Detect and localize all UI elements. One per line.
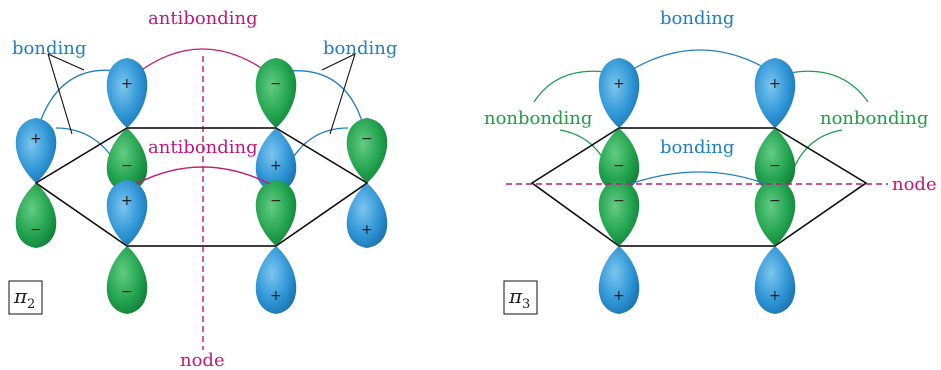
minus-sign: − [769, 193, 781, 209]
pi3-lobe [754, 128, 796, 192]
pi2-lobe [106, 128, 148, 192]
pi2-bonding-left-pointer-a [47, 53, 85, 71]
pi3-lobe [598, 128, 640, 192]
pi2-antibonding-mid-label: antibonding [148, 137, 258, 158]
pi2-antibonding-top-arc [135, 48, 271, 75]
pi3-nonbonding-right-arc-lower [793, 129, 843, 169]
minus-sign: − [121, 284, 133, 300]
pi2-lobe [15, 183, 57, 248]
minus-sign: − [613, 193, 625, 209]
pi2-lobe [346, 118, 388, 183]
plus-sign: + [769, 288, 781, 304]
plus-sign: + [613, 76, 625, 92]
pi2-bonding-right-arc [279, 70, 365, 129]
pi2-panel: + − + − + − − + − + − + antibonding anti… [8, 8, 397, 370]
pi2-lobe [255, 58, 297, 128]
pi2-label: π [13, 284, 28, 308]
pi2-subscript: 2 [27, 297, 35, 312]
minus-sign: − [270, 193, 282, 209]
minus-sign: − [361, 131, 373, 147]
pi2-label-box [8, 280, 43, 315]
pi3-bonding-top-arc [627, 49, 773, 73]
minus-sign: − [270, 76, 282, 92]
pi3-lobe [754, 180, 796, 246]
pi3-lobe [754, 246, 796, 314]
pi3-nonbonding-left-label: nonbonding [484, 108, 592, 129]
pi3-bonding-top-label: bonding [660, 8, 734, 29]
pi3-label: π [508, 284, 523, 308]
pi2-lobe [255, 180, 297, 246]
plus-sign: + [121, 76, 133, 92]
pi2-lobe [255, 246, 297, 314]
pi2-bonding-right-label: bonding [323, 38, 397, 59]
pi3-lobe [598, 246, 640, 314]
minus-sign: − [121, 158, 133, 174]
pi2-lobe [106, 246, 148, 314]
pi3-panel: + − − + + − − + bonding bonding nonbondi… [484, 8, 937, 315]
pi3-subscript: 3 [522, 297, 530, 312]
pi2-bonding-right-pointer-a [321, 53, 356, 71]
pi2-antibonding-mid-arc-overlay [135, 166, 271, 185]
pi3-label-box [503, 280, 538, 315]
pi2-lobe [346, 183, 388, 248]
minus-sign: − [30, 222, 42, 238]
plus-sign: + [270, 158, 282, 174]
pi2-bonding-left-label: bonding [12, 38, 86, 59]
pi3-lobe [598, 180, 640, 246]
pi2-lobe [106, 58, 148, 128]
pi3-bonding-mid-label: bonding [660, 137, 734, 158]
pi2-node-label: node [180, 350, 225, 370]
pi2-antibonding-top-label: antibonding [148, 8, 258, 29]
plus-sign: + [30, 131, 42, 147]
pi2-lobe [15, 118, 57, 183]
pi3-benzene-ring-overlay [530, 127, 868, 247]
plus-sign: + [361, 222, 373, 238]
pi3-lobe [598, 58, 640, 128]
plus-sign: + [270, 288, 282, 304]
pi3-node-label: node [892, 174, 937, 195]
pi2-bonding-left-pointer-b [47, 53, 73, 135]
plus-sign: + [769, 76, 781, 92]
pi3-bonding-mid-arc [629, 171, 767, 185]
pi2-benzene-ring-overlay [34, 127, 369, 247]
plus-sign: + [613, 288, 625, 304]
plus-sign: + [121, 193, 133, 209]
pi2-lobe [255, 128, 297, 192]
pi3-lobe [754, 58, 796, 128]
minus-sign: − [613, 158, 625, 174]
minus-sign: − [769, 158, 781, 174]
pi2-lobe [106, 180, 148, 246]
pi3-nonbonding-right-arc [783, 70, 869, 103]
pi2-bonding-right-pointer-b [329, 53, 356, 135]
pi3-nonbonding-right-label: nonbonding [820, 108, 928, 129]
